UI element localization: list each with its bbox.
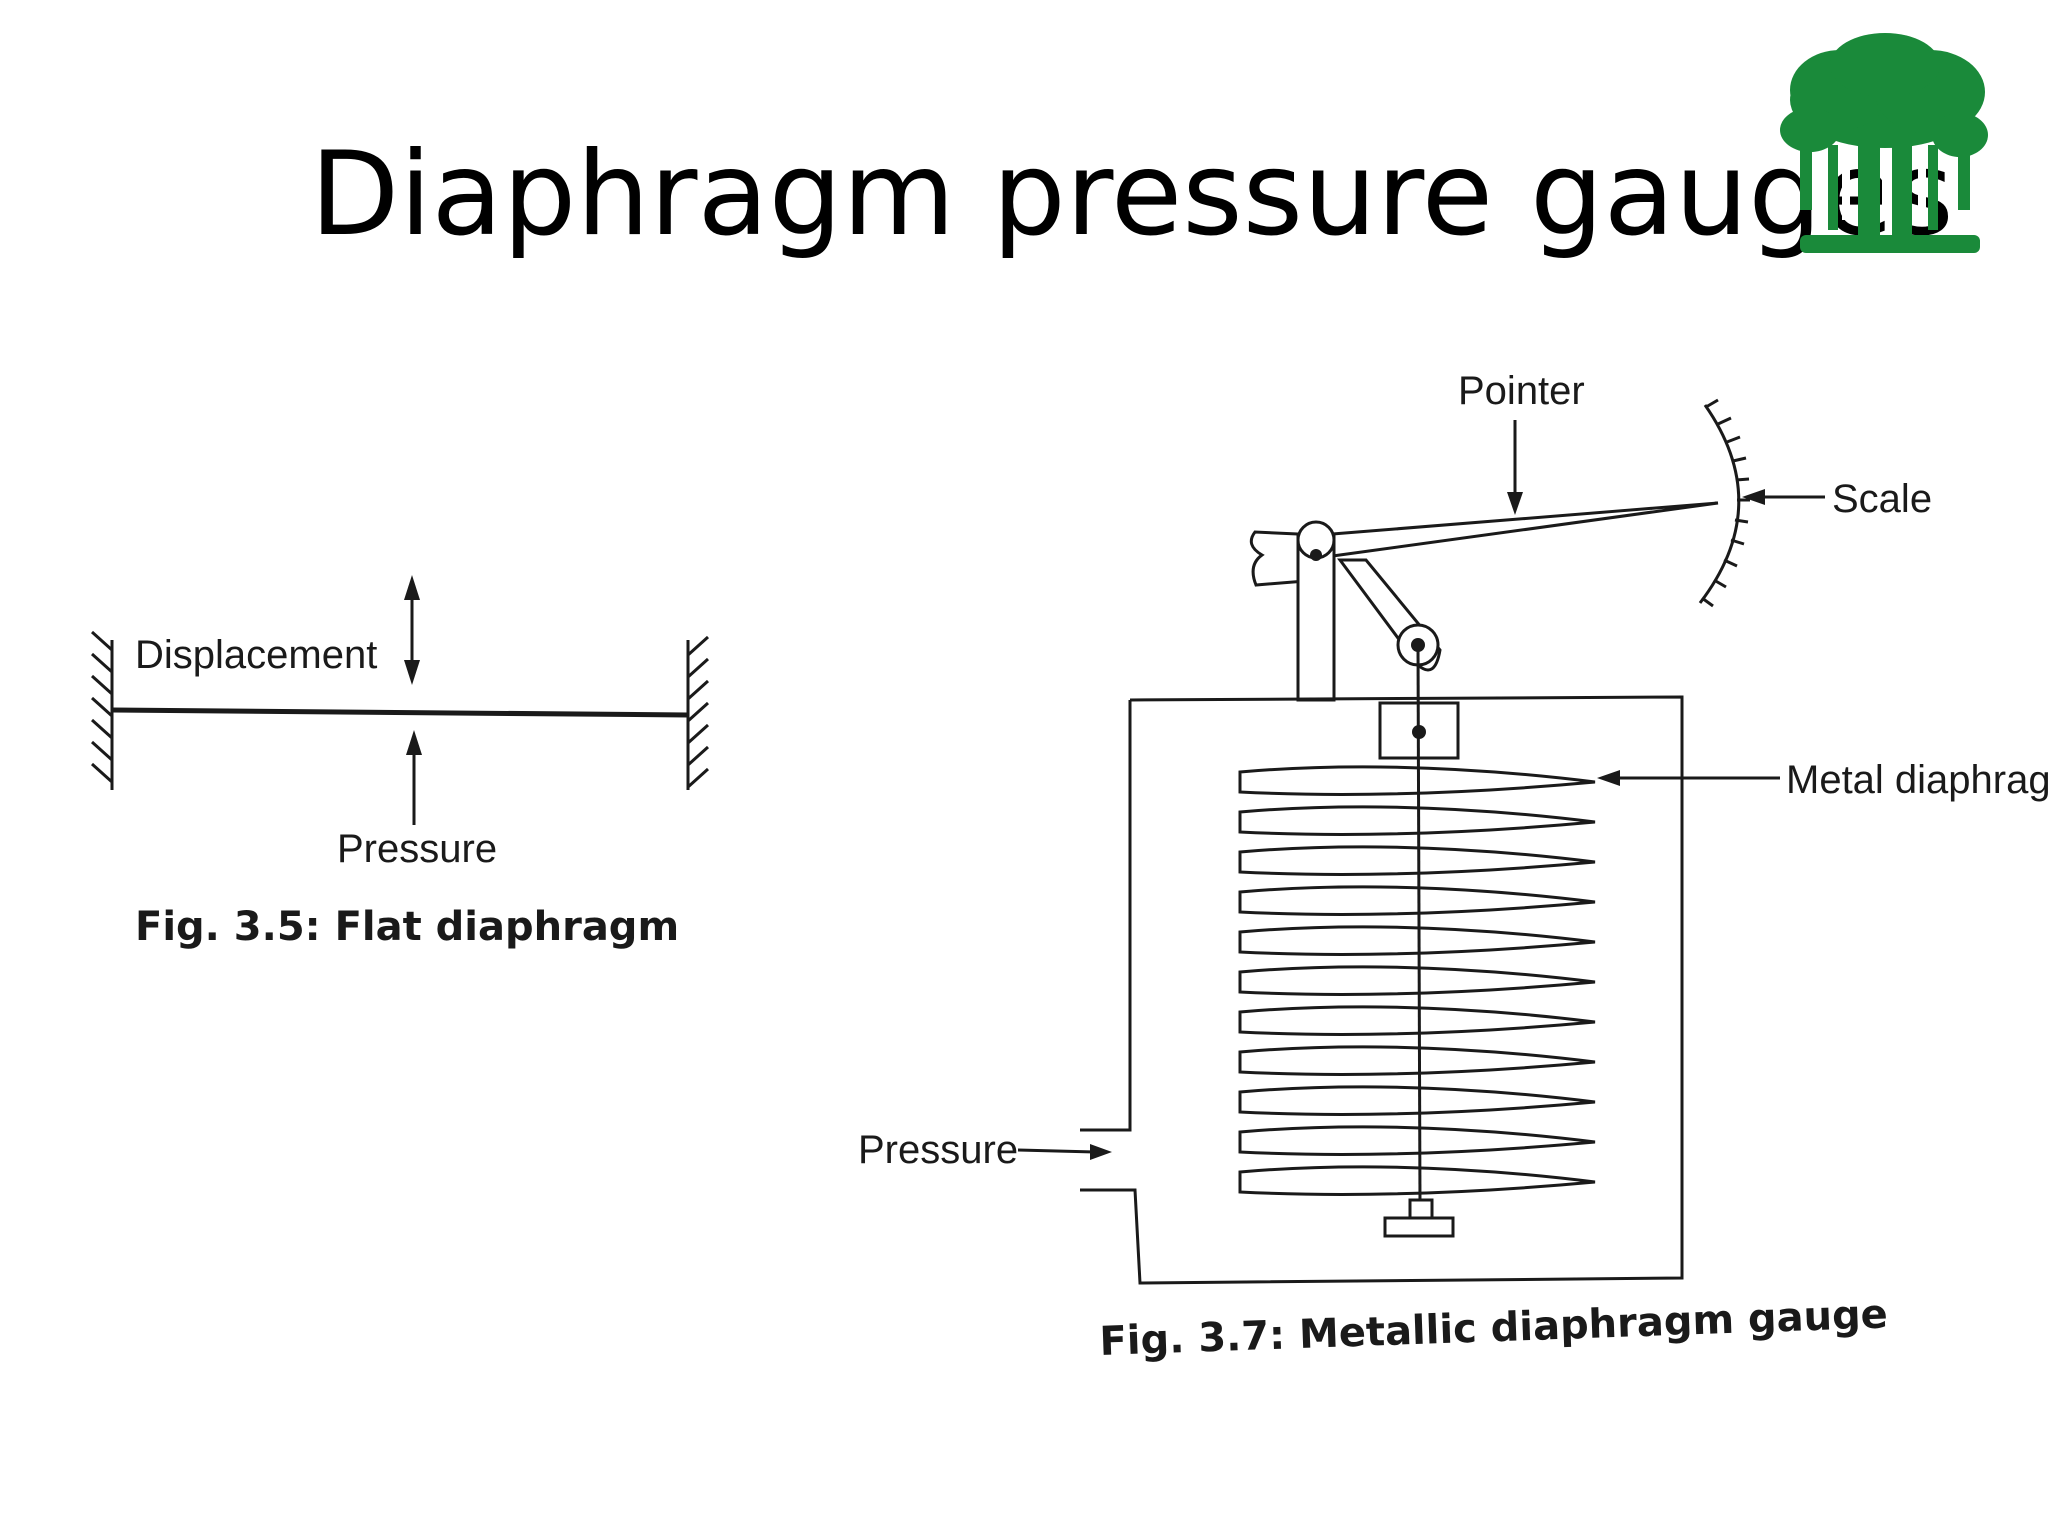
metal-diaphragm-label: Metal diaphrag bbox=[1786, 758, 2048, 802]
metallic-pressure-label: Pressure bbox=[858, 1128, 1018, 1172]
pointer-tail bbox=[1249, 530, 1321, 587]
pointer-arrow-icon bbox=[1507, 420, 1523, 515]
slide-title: Diaphragm pressure gauges bbox=[310, 127, 1954, 262]
scale-ticks bbox=[1701, 398, 1750, 608]
pointer-needle bbox=[1316, 501, 1719, 560]
base-anchor bbox=[1383, 1216, 1455, 1238]
scale-label: Scale bbox=[1832, 477, 1932, 521]
displacement-label: Displacement bbox=[135, 633, 377, 677]
metal-diaphragm-capsules bbox=[1238, 765, 1596, 1196]
right-wall-hatching bbox=[686, 635, 710, 789]
banyan-tree-logo-icon bbox=[1780, 33, 1988, 253]
displacement-arrow-icon bbox=[404, 575, 420, 685]
pressure-arrow-icon bbox=[406, 730, 422, 825]
pivot-post bbox=[1296, 533, 1336, 702]
pivot-pin bbox=[1310, 549, 1322, 561]
flat-diaphragm-caption: Fig. 3.5: Flat diaphragm bbox=[135, 904, 679, 950]
metallic-diaphragm-caption: Fig. 3.7: Metallic diaphragm gauge bbox=[1099, 1291, 1889, 1364]
scale-arc bbox=[1698, 404, 1741, 604]
inlet-pressure-arrow-icon bbox=[1017, 1144, 1112, 1160]
gauge-case bbox=[1080, 695, 1684, 1285]
pointer-label: Pointer bbox=[1458, 369, 1585, 413]
flat-diaphragm-line bbox=[111, 707, 689, 718]
flat-pressure-label: Pressure bbox=[337, 827, 497, 871]
left-wall-hatching bbox=[90, 630, 114, 784]
flat-diaphragm-figure: Displacement Pressure Fig. 3.5: Flat dia… bbox=[90, 575, 710, 950]
scale-arrow-icon bbox=[1742, 489, 1825, 505]
metal-diaphragm-arrow-icon bbox=[1597, 770, 1780, 786]
metallic-diaphragm-figure: Pointer Scale Metal diaphrag Pressure Fi… bbox=[858, 369, 2048, 1365]
